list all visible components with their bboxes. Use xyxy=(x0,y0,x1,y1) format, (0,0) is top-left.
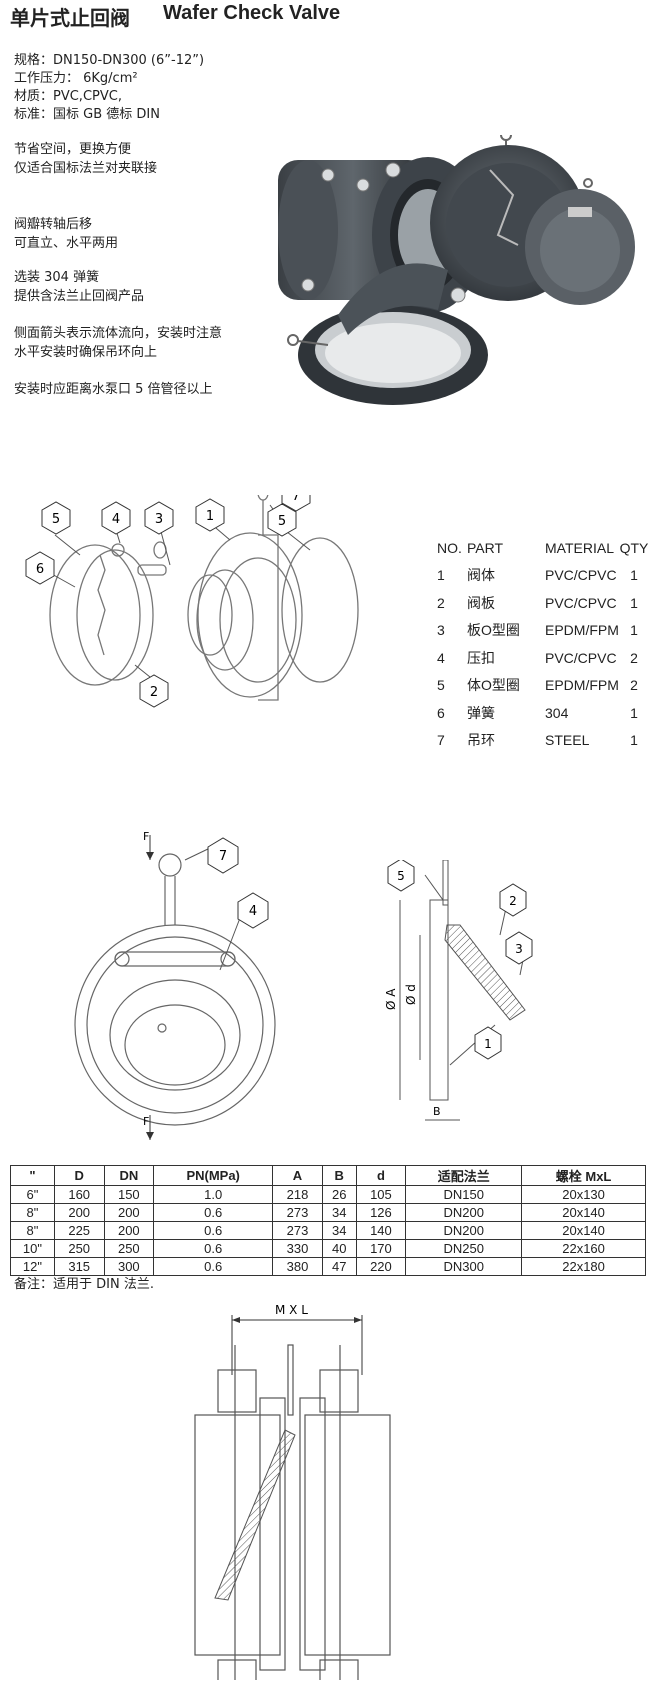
feature-line: 安装时应距离水泵口 5 倍管径以上 xyxy=(14,382,213,397)
spec-standard: 标准：国标 GB 德标 DIN xyxy=(14,107,160,122)
feature-line: 节省空间，更换方便 xyxy=(14,142,132,157)
page-title-en: Wafer Check Valve xyxy=(163,2,341,24)
callout-6: 6 xyxy=(25,551,55,585)
svg-text:2: 2 xyxy=(150,685,158,700)
product-photo xyxy=(278,135,635,405)
callout-4: 4 xyxy=(237,892,269,929)
feature-block-5: 安装时应距离水泵口 5 倍管径以上 xyxy=(14,380,213,399)
mxl-label: M X L xyxy=(275,1303,308,1317)
feature-block-3: 选装 304 弹簧 提供含法兰止回阀产品 xyxy=(14,268,144,306)
exploded-drawing: 5 4 3 1 7 5 6 2 xyxy=(25,495,359,708)
callout-1: 1 xyxy=(195,498,225,532)
svg-text:4: 4 xyxy=(112,512,120,527)
dim-b-label: B xyxy=(433,1105,441,1118)
feature-line: 水平安装时确保吊环向上 xyxy=(14,345,158,360)
svg-text:7: 7 xyxy=(292,495,300,504)
callout-3: 3 xyxy=(505,931,533,965)
dimension-table-header: " D DN PN(MPa) A B d 适配法兰 螺栓 MxL xyxy=(10,1165,646,1186)
callout-4: 4 xyxy=(101,501,131,535)
feature-block-2: 阀瓣转轴后移 可直立、水平两用 xyxy=(14,215,118,253)
feature-block-4: 侧面箭头表示流体流向，安装时注意 水平安装时确保吊环向上 xyxy=(14,324,222,362)
spec-pressure: 工作压力： 6Kg/cm² xyxy=(14,71,138,86)
callout-5: 5 xyxy=(41,501,71,535)
callout-2: 2 xyxy=(139,674,169,708)
svg-text:5: 5 xyxy=(52,512,60,527)
svg-text:6: 6 xyxy=(36,562,44,577)
callout-5b: 5 xyxy=(267,503,297,537)
feature-line: 选装 304 弹簧 xyxy=(14,270,100,285)
feature-line: 提供含法兰止回阀产品 xyxy=(14,289,145,304)
svg-text:5: 5 xyxy=(397,869,405,883)
front-view-drawing: F F 7 4 xyxy=(74,830,276,1140)
feature-line: 侧面箭头表示流体流向，安装时注意 xyxy=(14,326,223,341)
wafer-valve-small xyxy=(525,178,635,305)
feature-line: 仅适合国标法兰对夹联接 xyxy=(14,161,158,176)
svg-text:7: 7 xyxy=(219,849,227,864)
parts-table-header: NO. PART MATERIAL QTY xyxy=(437,539,649,556)
svg-text:3: 3 xyxy=(515,942,523,956)
feature-block-1: 节省空间，更换方便 仅适合国标法兰对夹联接 xyxy=(14,140,157,178)
callout-5: 5 xyxy=(387,860,415,892)
feature-line: 可直立、水平两用 xyxy=(14,236,119,251)
svg-text:5: 5 xyxy=(278,514,286,529)
exploded-callouts: 5 4 3 1 7 5 6 2 xyxy=(25,495,311,708)
flow-label-top: F xyxy=(143,830,149,843)
dim-a-label: Ø A xyxy=(385,988,398,1010)
feature-line: 阀瓣转轴后移 xyxy=(14,217,93,232)
callout-7: 7 xyxy=(281,495,311,512)
svg-text:1: 1 xyxy=(484,1037,492,1051)
callout-7: 7 xyxy=(207,837,239,874)
callout-1: 1 xyxy=(474,1026,502,1060)
flow-label-bottom: F xyxy=(143,1115,149,1128)
dim-d-label: Ø d xyxy=(404,984,418,1005)
svg-text:4: 4 xyxy=(249,904,257,919)
page-title-cn: 单片式止回阀 xyxy=(10,6,130,30)
svg-text:3: 3 xyxy=(155,512,163,527)
svg-text:2: 2 xyxy=(509,894,517,908)
callout-3: 3 xyxy=(144,501,174,535)
spec-size: 规格：DN150-DN300 (6”-12”) xyxy=(14,53,205,68)
callout-2: 2 xyxy=(499,883,527,917)
section-view-drawing: Ø A Ø d B 5 2 3 1 xyxy=(385,860,533,1121)
wafer-valve-open xyxy=(287,263,488,405)
svg-text:1: 1 xyxy=(206,509,214,524)
assembly-drawing: M X L xyxy=(194,1303,391,1680)
spec-material: 材质：PVC,CPVC, xyxy=(14,89,122,104)
table-note: 备注：适用于 DIN 法兰. xyxy=(14,1277,154,1292)
spec-list: 规格：DN150-DN300 (6”-12”) 工作压力： 6Kg/cm² 材质… xyxy=(14,52,204,124)
